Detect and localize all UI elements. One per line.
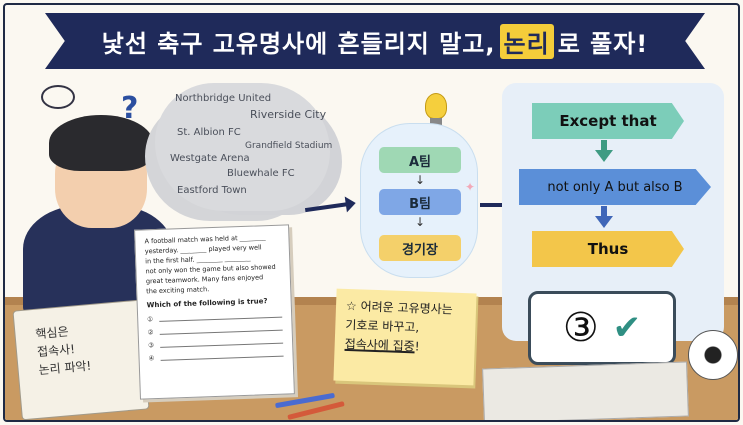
flow-chip-stadium: 경기장 bbox=[379, 235, 461, 261]
sign-thus: Thus bbox=[532, 231, 684, 267]
option-line bbox=[158, 311, 283, 323]
cloud-word: Bluewhale FC bbox=[227, 168, 295, 179]
flow-chip-team-a: A팀 bbox=[379, 147, 461, 173]
option-number: ③ bbox=[147, 341, 155, 350]
title-highlight: 논리 bbox=[499, 23, 554, 59]
lightbulb-icon bbox=[425, 93, 447, 119]
flow-chip-team-b: B팀 bbox=[379, 189, 461, 215]
cloud-word: Northbridge United bbox=[175, 93, 272, 104]
answer-option: ③ bbox=[147, 336, 284, 351]
cloud-word: Westgate Arena bbox=[170, 153, 250, 164]
title-pre: 낯선 축구 고유명사에 흔들리지 말고, bbox=[101, 29, 496, 58]
cloud-word: St. Albion FC bbox=[177, 127, 241, 138]
student-hair bbox=[49, 115, 153, 171]
confusion-scribble-icon bbox=[41, 85, 75, 109]
connector-stem bbox=[601, 140, 607, 150]
option-line bbox=[160, 351, 284, 362]
page-title: 낯선 축구 고유명사에 흔들리지 말고, 논리 로 풀자! bbox=[45, 13, 705, 69]
soccer-ball-icon bbox=[688, 330, 738, 380]
answer-option: ② bbox=[148, 323, 283, 338]
title-post: 로 풀자! bbox=[557, 29, 649, 58]
flow-down-arrow-icon: ↓ bbox=[415, 173, 426, 187]
flow-down-arrow-icon: ↓ bbox=[415, 215, 426, 229]
arrow-to-flow-icon bbox=[304, 201, 351, 213]
sparkle-icon: ✦ bbox=[465, 180, 476, 194]
option-line bbox=[159, 338, 284, 349]
answer-option: ① bbox=[147, 310, 283, 325]
question-text: Which of the following is true? bbox=[146, 297, 268, 310]
sticky-note-tip: ☆ 어려운 고유명사는 기호로 바꾸고, 접속사에 집중! bbox=[333, 288, 477, 386]
cloud-word: Grandfield Stadium bbox=[245, 141, 333, 151]
cloud-word: Riverside City bbox=[250, 108, 327, 121]
option-number: ① bbox=[147, 315, 154, 324]
note-line: 어려운 고유명사는 bbox=[360, 299, 453, 317]
down-arrow-icon bbox=[595, 216, 613, 228]
option-number: ④ bbox=[148, 354, 155, 363]
infographic-frame: 낯선 축구 고유명사에 흔들리지 말고, 논리 로 풀자! ? Northbri… bbox=[3, 3, 740, 422]
note-underlined: 접속사에 집중 bbox=[344, 337, 415, 354]
sign-not-only-but-also: not only A but also B bbox=[519, 169, 711, 205]
test-paper: A football match was held at ________ ye… bbox=[134, 224, 295, 400]
note-line-end: ! bbox=[414, 339, 420, 354]
title-banner bbox=[45, 13, 705, 69]
answer-number: ③ bbox=[562, 305, 599, 351]
notebook-notes: 핵심은 접속사! 논리 파악! bbox=[35, 321, 92, 379]
cloud-word: Eastford Town bbox=[177, 185, 247, 196]
answer-card: ③ ✔ bbox=[528, 291, 676, 365]
newspaper bbox=[482, 361, 689, 420]
option-line bbox=[159, 324, 283, 336]
connector-stem bbox=[601, 206, 607, 216]
lightbulb-base bbox=[430, 118, 442, 126]
option-number: ② bbox=[147, 328, 154, 337]
question-mark-icon: ? bbox=[121, 91, 139, 126]
confusing-names-cloud bbox=[155, 83, 330, 211]
sign-except-that: Except that bbox=[532, 103, 684, 139]
check-icon: ✔ bbox=[612, 308, 642, 348]
down-arrow-icon bbox=[595, 150, 613, 162]
star-icon: ☆ bbox=[345, 298, 358, 314]
answer-option: ④ bbox=[148, 349, 284, 364]
